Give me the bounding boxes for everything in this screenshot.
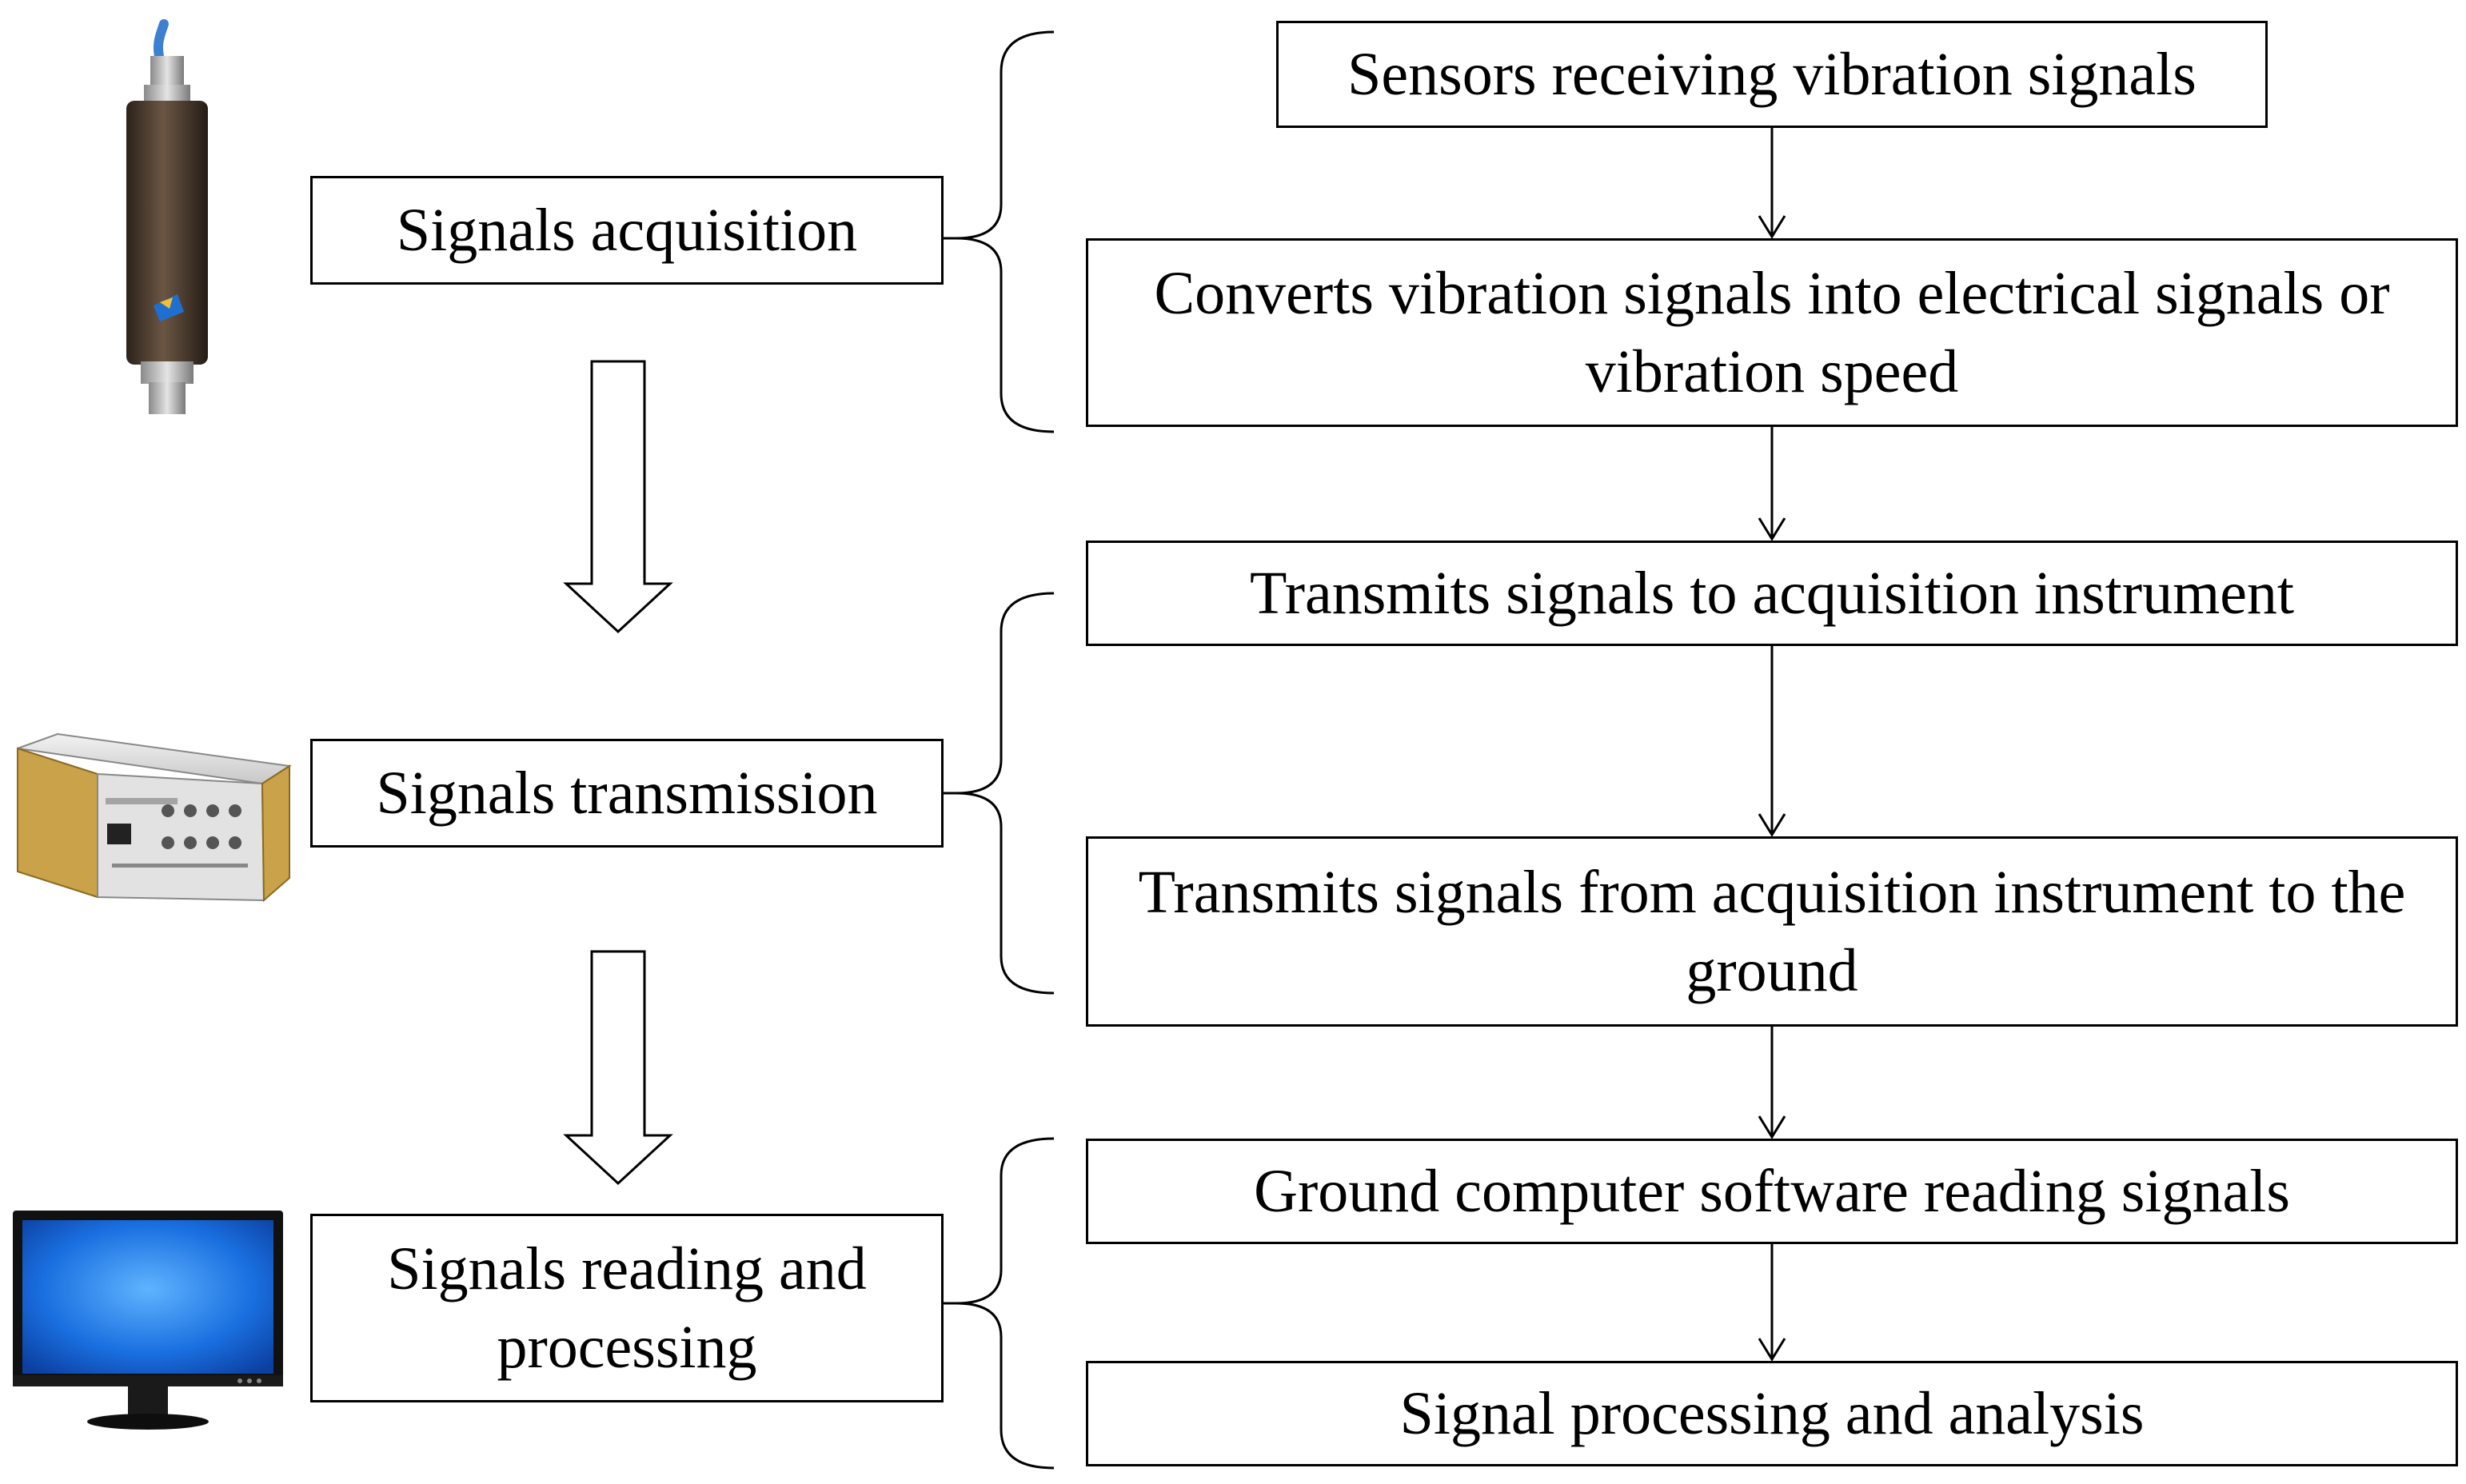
stage-label: Signals reading and processing <box>387 1235 867 1381</box>
step-label: Sensors receiving vibration signals <box>1347 41 2197 108</box>
step-label: Ground computer software reading signals <box>1254 1158 2290 1225</box>
step-arrow-4 <box>1758 1027 1786 1139</box>
step-label: Transmits signals from acquisition instr… <box>1138 859 2406 1004</box>
brace-1 <box>956 30 1055 433</box>
stage-box-transmission: Signals transmission <box>310 739 944 848</box>
acquisition-instrument-icon <box>17 732 292 903</box>
step-arrow-3 <box>1758 646 1786 837</box>
stage-box-reading-processing: Signals reading and processing <box>310 1214 944 1402</box>
step-label: Signal processing and analysis <box>1399 1380 2145 1447</box>
step-box-ground-reading: Ground computer software reading signals <box>1086 1139 2458 1244</box>
brace-3 <box>956 1137 1055 1470</box>
step-arrow-5 <box>1758 1244 1786 1362</box>
brace-2 <box>956 592 1055 995</box>
stage-arrow-2 <box>563 950 673 1186</box>
computer-monitor-icon <box>13 1211 283 1430</box>
stage-box-acquisition: Signals acquisition <box>310 176 944 285</box>
stage-label: Signals acquisition <box>396 197 858 264</box>
step-box-sensors-receiving: Sensors receiving vibration signals <box>1276 21 2268 128</box>
step-box-processing-analysis: Signal processing and analysis <box>1086 1361 2458 1466</box>
step-label: Transmits signals to acquisition instrum… <box>1249 560 2295 627</box>
stage-arrow-1 <box>563 360 673 634</box>
step-box-converts-signals: Converts vibration signals into electric… <box>1086 238 2458 427</box>
step-label: Converts vibration signals into electric… <box>1154 260 2390 405</box>
step-box-transmits-to-instrument: Transmits signals to acquisition instrum… <box>1086 541 2458 646</box>
vibration-sensor-icon <box>126 19 208 414</box>
step-arrow-1 <box>1758 128 1786 239</box>
stage-label: Signals transmission <box>376 760 878 827</box>
step-arrow-2 <box>1758 427 1786 541</box>
step-box-transmits-to-ground: Transmits signals from acquisition instr… <box>1086 836 2458 1027</box>
